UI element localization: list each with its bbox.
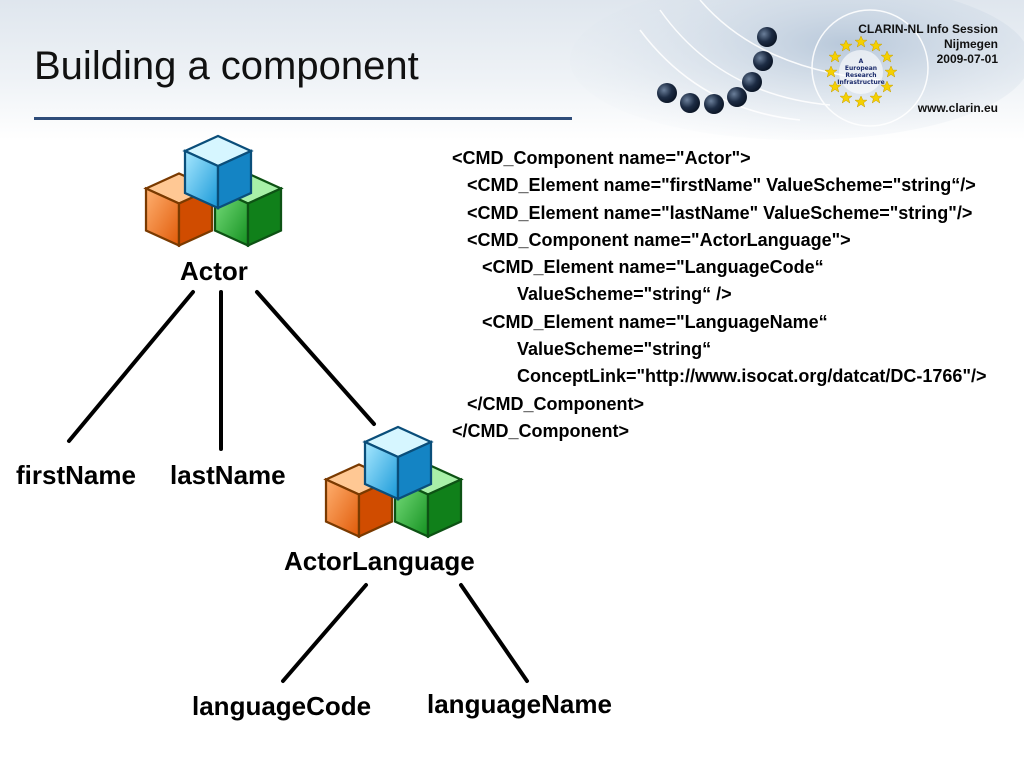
code-line: ValueScheme="string“ /> [452,284,732,305]
eu-stars-logo: A European Research Infrastructure [824,35,898,108]
actor-cubes-icon [144,134,283,247]
node-actor: Actor [180,256,248,286]
node-lastname: lastName [170,460,286,490]
code-line: <CMD_Element name="LanguageCode“ [452,257,824,278]
edge-actorlanguage-languagename [459,583,529,683]
node-languagename: languageName [427,689,612,719]
slide-title: Building a component [34,44,419,88]
logo-text-infrastructure: Infrastructure [837,79,885,86]
tree-connectors [67,290,529,683]
code-line: <CMD_Element name="lastName" ValueScheme… [452,202,973,223]
logo-text-european: European [845,65,877,72]
edge-actor-firstname [67,290,195,443]
xml-code-block: <CMD_Component name="Actor"> <CMD_Elemen… [452,145,987,445]
code-line: </CMD_Component> [452,393,645,414]
node-actorlanguage: ActorLanguage [284,546,475,576]
code-line: ConceptLink="http://www.isocat.org/datca… [452,366,987,387]
logo-text-research: Research [845,72,876,79]
session-info: CLARIN-NL Info Session Nijmegen 2009-07-… [858,22,998,67]
title-underline [34,117,572,120]
session-name: CLARIN-NL Info Session [858,22,998,36]
code-line: </CMD_Component> [452,420,630,441]
actorlanguage-cubes-icon [324,425,463,538]
header-arcs [639,0,929,127]
code-line: <CMD_Element name="LanguageName“ [452,311,828,332]
code-line: ValueScheme="string“ [452,339,712,360]
node-firstname: firstName [16,460,136,490]
code-line: <CMD_Element name="firstName" ValueSchem… [452,175,976,196]
site-url: www.clarin.eu [917,101,998,115]
node-languagecode: languageCode [192,691,372,721]
session-location: Nijmegen [943,37,998,51]
header-art: A European Research Infrastructure [570,0,1024,140]
edge-actorlanguage-languagecode [281,583,368,683]
logo-text-a: A [859,58,864,65]
network-dots-icon [657,27,777,114]
session-date: 2009-07-01 [936,52,998,66]
code-line: <CMD_Component name="ActorLanguage"> [452,229,851,250]
edge-actor-actorlanguage [255,290,376,426]
code-line: <CMD_Component name="Actor"> [452,148,751,168]
